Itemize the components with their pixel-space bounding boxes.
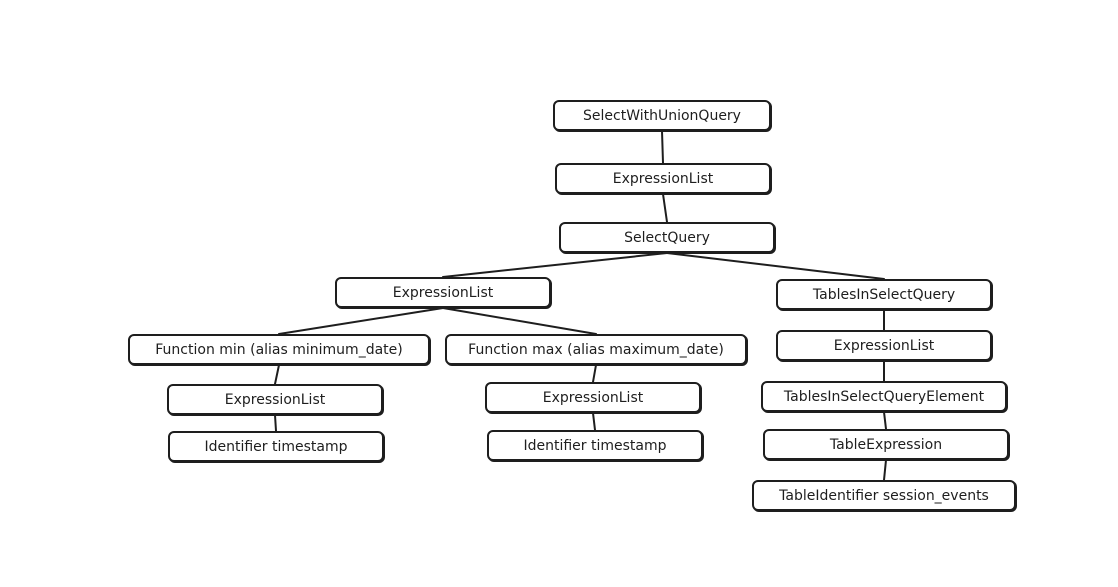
edge-n9-n11 [592, 412, 596, 431]
node-label: SelectWithUnionQuery [583, 107, 741, 124]
edge-n13-n14 [883, 411, 887, 430]
node-label: TableExpression [829, 436, 943, 453]
node-label: ExpressionList [612, 170, 714, 187]
node-label: ExpressionList [224, 391, 326, 408]
node-expression-list-select: ExpressionList [335, 277, 551, 308]
node-identifier-timestamp-max: Identifier timestamp [487, 430, 703, 461]
node-expression-list-min: ExpressionList [167, 384, 383, 415]
node-label: Identifier timestamp [523, 437, 667, 454]
node-identifier-timestamp-min: Identifier timestamp [168, 431, 384, 462]
node-label: Function max (alias maximum_date) [468, 341, 724, 358]
node-table-expression: TableExpression [763, 429, 1009, 460]
node-select-query: SelectQuery [559, 222, 775, 253]
edge-n8-n10 [274, 414, 277, 432]
edge-n3-n5 [666, 252, 885, 280]
node-select-with-union-query: SelectWithUnionQuery [553, 100, 771, 131]
node-expression-list-tables: ExpressionList [776, 330, 992, 361]
edge-n3-n4 [442, 252, 668, 278]
node-function-max: Function max (alias maximum_date) [445, 334, 747, 365]
edge-n4-n7 [442, 307, 597, 335]
node-label: ExpressionList [833, 337, 935, 354]
node-label: Function min (alias minimum_date) [155, 341, 403, 358]
node-label: ExpressionList [542, 389, 644, 406]
edge-n6-n8 [274, 364, 280, 385]
edge-n14-n15 [883, 459, 887, 481]
node-tables-in-select-query: TablesInSelectQuery [776, 279, 992, 310]
edge-n2-n3 [662, 193, 668, 223]
node-label: TablesInSelectQuery [812, 286, 956, 303]
node-label: SelectQuery [624, 229, 710, 246]
node-function-min: Function min (alias minimum_date) [128, 334, 430, 365]
node-expression-list-max: ExpressionList [485, 382, 701, 413]
node-label: Identifier timestamp [204, 438, 348, 455]
node-tables-in-select-query-element: TablesInSelectQueryElement [761, 381, 1007, 412]
node-label: ExpressionList [392, 284, 494, 301]
edge-n4-n6 [278, 307, 444, 335]
edge-n7-n9 [592, 364, 597, 383]
edge-n1-n2 [661, 130, 664, 164]
node-label: TablesInSelectQueryElement [783, 388, 985, 405]
node-label: TableIdentifier session_events [779, 487, 989, 504]
node-expression-list-root: ExpressionList [555, 163, 771, 194]
node-table-identifier-session-events: TableIdentifier session_events [752, 480, 1016, 511]
